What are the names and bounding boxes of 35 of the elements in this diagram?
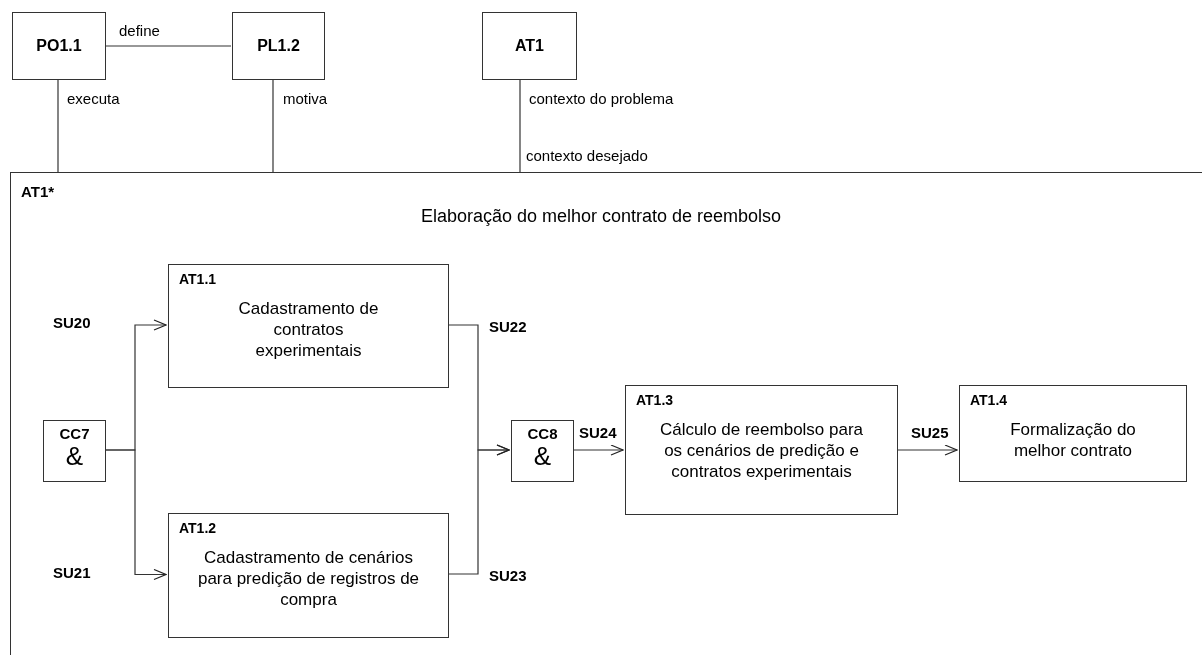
node-id: PO1.1 xyxy=(36,36,82,56)
connector xyxy=(105,45,232,47)
connector xyxy=(519,79,521,173)
connector xyxy=(447,444,510,575)
and-symbol: & xyxy=(533,443,552,469)
node-id: CC8 xyxy=(527,426,558,441)
activity-text: Formalização do melhor contrato xyxy=(1009,419,1137,461)
connector xyxy=(896,444,958,456)
activity-text: Cadastramento de contratos experimentais xyxy=(237,298,380,361)
frame-box xyxy=(10,172,1202,655)
activity-text: Cálculo de reembolso para os cenários de predição e contratos experimentais xyxy=(658,419,865,482)
and-symbol: & xyxy=(65,443,84,469)
junction-box xyxy=(511,420,574,482)
node-id: AT1.4 xyxy=(970,391,1008,410)
connector xyxy=(272,79,274,173)
activity-box xyxy=(12,12,106,80)
activity-box xyxy=(232,12,325,80)
node-id: AT1.3 xyxy=(636,391,674,410)
node-id: AT1 xyxy=(514,36,544,56)
node-id: AT1.2 xyxy=(179,519,217,538)
node-id: AT1.1 xyxy=(179,270,217,289)
activity-box xyxy=(168,513,449,638)
frame-title: Elaboração do melhor contrato de reembolso xyxy=(419,205,783,228)
node-id: AT1* xyxy=(21,182,55,202)
activity-box xyxy=(959,385,1187,482)
activity-box xyxy=(168,264,449,388)
connector xyxy=(57,79,59,173)
connector xyxy=(104,449,167,581)
activity-text: Cadastramento de cenários para predição de registros de compra xyxy=(196,547,421,610)
connector xyxy=(572,444,624,456)
junction-box xyxy=(43,420,106,482)
activity-box xyxy=(482,12,577,80)
activity-box xyxy=(625,385,898,515)
node-id: CC7 xyxy=(59,426,90,441)
node-id: PL1.2 xyxy=(257,36,300,56)
